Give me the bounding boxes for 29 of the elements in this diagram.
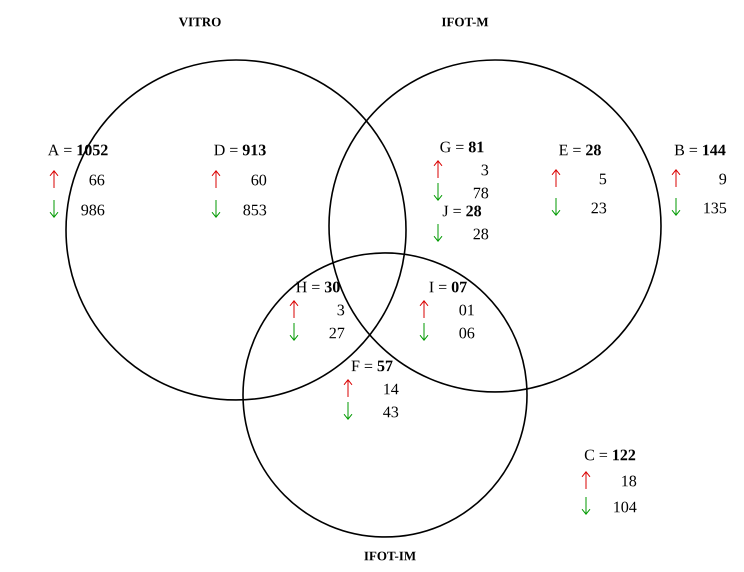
region-label: D = 913 [214, 144, 266, 156]
count-label: 135 [704, 202, 726, 214]
count-label: 3 [482, 164, 488, 176]
count-label: 27 [330, 328, 344, 338]
count-label: 9 [719, 174, 726, 184]
count-label: 23 [592, 202, 606, 214]
count-label: 853 [243, 204, 266, 216]
count-label: 78 [474, 188, 488, 198]
region-label: E = 28 [559, 144, 601, 156]
count-label: 43 [383, 406, 398, 418]
region-label: G = 81 [440, 142, 484, 152]
count-label: 14 [384, 384, 399, 394]
region-label: F = 57 [352, 360, 393, 372]
count-label: 06 [459, 328, 474, 338]
region-label: I = 07 [429, 282, 467, 292]
count-label: 5 [600, 174, 606, 184]
region-label: C = 122 [584, 450, 636, 460]
count-label: 01 [459, 304, 474, 316]
count-label: 986 [81, 204, 104, 216]
count-label: 3 [338, 304, 344, 316]
count-label: 60 [252, 174, 266, 186]
set-label: VITRO [178, 18, 221, 26]
set-label: IFOT-IM [364, 552, 416, 560]
count-label: 104 [614, 502, 637, 512]
count-label: 28 [474, 228, 488, 240]
count-label: 66 [90, 174, 104, 186]
count-label: 18 [622, 476, 636, 486]
region-label: J = 28 [442, 206, 482, 216]
set-label: IFOT-M [442, 18, 488, 26]
